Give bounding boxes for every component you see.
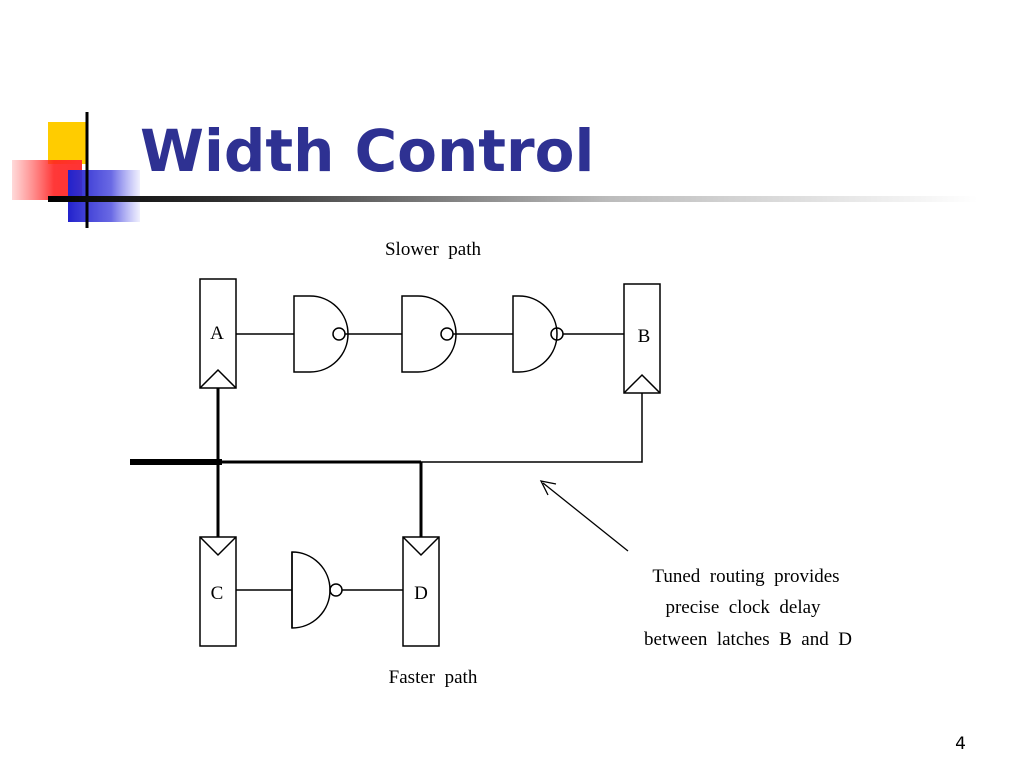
page-number: 4 xyxy=(955,734,966,754)
annotation-line-3: between latches B and D xyxy=(644,629,852,650)
latch-c-clock-marker xyxy=(199,536,237,557)
slide-title: Width Control xyxy=(140,117,595,185)
annotation-line-2: precise clock delay xyxy=(665,597,821,618)
nand-gate-4-bubble xyxy=(329,583,343,597)
latch-c-label: C xyxy=(211,583,224,604)
latch-c xyxy=(199,536,237,647)
nand-gate-2 xyxy=(401,295,457,373)
latch-b-clock-marker xyxy=(623,373,661,394)
nand-gate-4 xyxy=(291,551,331,629)
annotation-arrow-line xyxy=(542,482,629,552)
annotation-line-1: Tuned routing provides xyxy=(652,566,839,587)
tuned-routing-wire xyxy=(421,393,643,463)
nand-gate-3 xyxy=(512,295,558,373)
latch-d xyxy=(402,536,440,647)
latch-b xyxy=(623,283,661,394)
nand-gate-1-bubble xyxy=(332,327,346,341)
latch-a-label: A xyxy=(210,323,224,344)
nand-gate-1 xyxy=(293,295,349,373)
latch-d-label: D xyxy=(414,583,428,604)
slower-path-label: Slower path xyxy=(385,239,482,260)
nand-gate-2-bubble xyxy=(440,327,454,341)
latch-d-clock-marker xyxy=(402,536,440,557)
faster-path-label: Faster path xyxy=(389,667,478,688)
annotation-arrow-head xyxy=(539,480,557,496)
latch-a-clock-marker xyxy=(199,368,237,389)
nand-gate-3-bubble xyxy=(550,327,564,341)
logo-yellow-square xyxy=(48,122,86,164)
latch-b-label: B xyxy=(638,326,651,347)
title-underline xyxy=(48,196,978,202)
